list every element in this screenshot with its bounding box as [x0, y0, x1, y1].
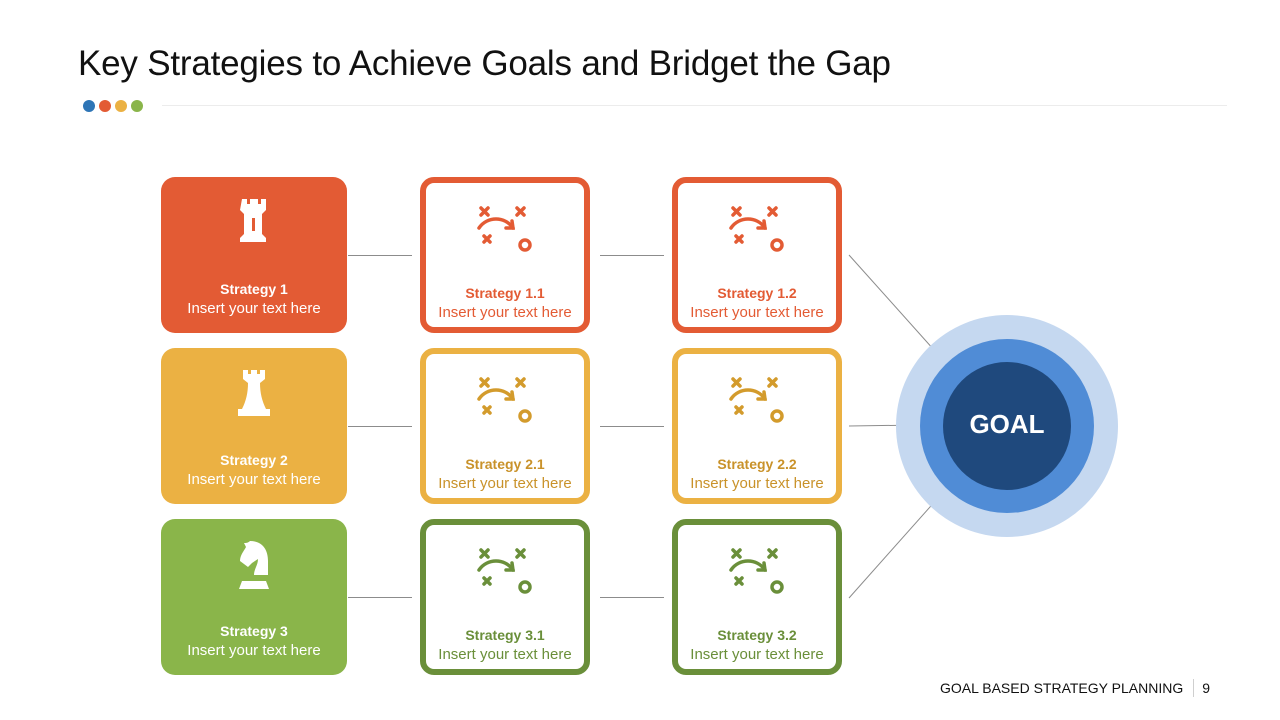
accent-dot-yellow: [115, 100, 127, 112]
title-divider: [162, 105, 1227, 106]
strategy-3-card[interactable]: Strategy 3 Insert your text here: [161, 519, 347, 675]
strategy-2-label: Strategy 2: [220, 452, 288, 468]
strategy-1-2-label: Strategy 1.2: [717, 285, 797, 301]
chess-rook-icon: [238, 370, 270, 416]
strategy-2-1-label: Strategy 2.1: [465, 456, 545, 472]
connector-2-to-2-1: [348, 426, 412, 427]
strategy-2-2-label: Strategy 2.2: [717, 456, 797, 472]
play-diagram-icon: [729, 377, 784, 423]
strategy-1-1-label: Strategy 1.1: [465, 285, 545, 301]
strategy-3-2-card[interactable]: Strategy 3.2 Insert your text here: [672, 519, 842, 675]
chess-rook-icon: [240, 199, 266, 242]
accent-dot-red: [99, 100, 111, 112]
strategy-2-text: Insert your text here: [187, 471, 321, 488]
connector-1-to-1-1: [348, 255, 412, 256]
play-diagram-icon: [729, 548, 784, 594]
strategy-3-1-card[interactable]: Strategy 3.1 Insert your text here: [420, 519, 590, 675]
strategy-2-card[interactable]: Strategy 2 Insert your text here: [161, 348, 347, 504]
strategy-3-2-text: Insert your text here: [690, 646, 824, 663]
strategy-1-1-card[interactable]: Strategy 1.1 Insert your text here: [420, 177, 590, 333]
strategy-2-2-text: Insert your text here: [690, 475, 824, 492]
strategy-3-1-text: Insert your text here: [438, 646, 572, 663]
strategy-2-2-card[interactable]: Strategy 2.2 Insert your text here: [672, 348, 842, 504]
play-diagram-icon: [477, 206, 532, 252]
footer-separator: [1193, 679, 1195, 697]
page-number: 9: [1202, 680, 1210, 696]
connector-3-1-to-3-2: [600, 597, 664, 598]
goal-label: GOAL: [969, 409, 1045, 439]
strategy-1-text: Insert your text here: [187, 300, 321, 317]
goal-inner-circle: [943, 362, 1071, 490]
strategy-2-1-card[interactable]: Strategy 2.1 Insert your text here: [420, 348, 590, 504]
connector-3-to-3-1: [348, 597, 412, 598]
goal-target[interactable]: GOAL: [896, 315, 1118, 537]
strategy-3-2-label: Strategy 3.2: [717, 627, 797, 643]
chess-knight-icon: [239, 541, 269, 589]
play-diagram-icon: [729, 206, 784, 252]
strategy-2-1-text: Insert your text here: [438, 475, 572, 492]
strategy-3-text: Insert your text here: [187, 642, 321, 659]
play-diagram-icon: [477, 377, 532, 423]
strategy-1-1-text: Insert your text here: [438, 304, 572, 321]
strategy-1-2-card[interactable]: Strategy 1.2 Insert your text here: [672, 177, 842, 333]
footer: GOAL BASED STRATEGY PLANNING 9: [940, 679, 1210, 697]
strategy-1-label: Strategy 1: [220, 281, 288, 297]
strategy-3-label: Strategy 3: [220, 623, 288, 639]
play-diagram-icon: [477, 548, 532, 594]
page-title: Key Strategies to Achieve Goals and Brid…: [78, 44, 891, 83]
footer-text: GOAL BASED STRATEGY PLANNING: [939, 680, 1184, 696]
accent-dot-green: [131, 100, 143, 112]
accent-dot-blue: [83, 100, 95, 112]
strategy-1-card[interactable]: Strategy 1 Insert your text here: [161, 177, 347, 333]
strategy-1-2-text: Insert your text here: [690, 304, 824, 321]
connector-2-1-to-2-2: [600, 426, 664, 427]
connector-1-1-to-1-2: [600, 255, 664, 256]
strategy-3-1-label: Strategy 3.1: [465, 627, 545, 643]
accent-dots: [83, 100, 143, 112]
